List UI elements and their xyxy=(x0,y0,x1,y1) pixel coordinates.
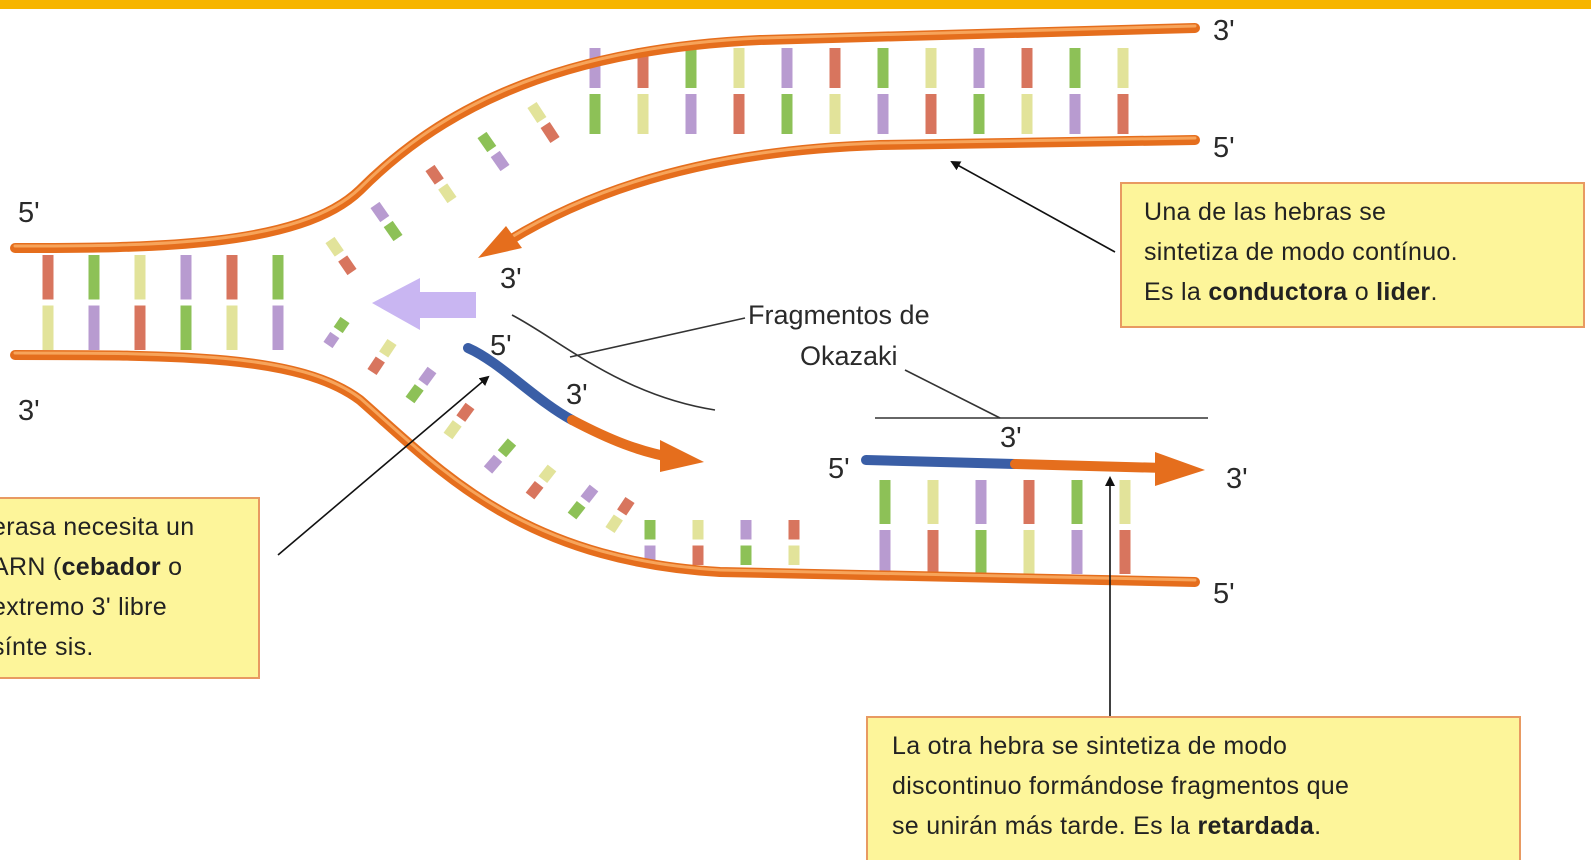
primer-callout-text: ARN ( xyxy=(0,553,62,581)
base-pair-half xyxy=(532,105,542,120)
base-pair-half xyxy=(530,484,539,496)
primer-callout: erasa necesita un ARN (cebador o extremo… xyxy=(0,497,260,679)
base-pair-half xyxy=(482,135,492,149)
base-pair-half xyxy=(372,359,380,372)
base-pair-half xyxy=(545,125,555,140)
base-pair-half xyxy=(543,468,552,480)
primer-callout-line4: sínte sis. xyxy=(0,627,244,667)
lagging-callout-period: . xyxy=(1314,812,1321,840)
okazaki-fragment-2-primer xyxy=(866,460,1015,464)
lagging-callout-line2: discontinuo formándose fragmentos que xyxy=(892,766,1505,806)
parental-strand-top-highlight xyxy=(15,26,1195,246)
leading-term-lider: lider xyxy=(1376,278,1430,306)
base-pair-half xyxy=(330,240,339,254)
base-pairs-group xyxy=(48,48,1125,574)
base-pair-half xyxy=(388,224,398,238)
primer-term-cebador: cebador xyxy=(62,553,161,581)
okazaki-label-line2: Okazaki xyxy=(800,341,898,371)
base-pair-half xyxy=(430,168,439,182)
leading-term-conductora: conductora xyxy=(1208,278,1347,306)
okazaki-fragment-1-dna xyxy=(572,420,675,458)
lagging-callout-text: se unirán más tarde. Es la xyxy=(892,812,1197,840)
leading-strand-arrowhead xyxy=(478,226,522,258)
label-fragment1-start: 5' xyxy=(490,330,512,362)
label-bottom-right-lower: 5' xyxy=(1213,578,1235,610)
label-left-lower: 3' xyxy=(18,395,40,427)
okazaki-pointer-line-2 xyxy=(570,318,745,357)
base-pair-half xyxy=(502,442,512,454)
lagging-callout-line3: se unirán más tarde. Es la retardada. xyxy=(892,806,1505,846)
leading-callout-line1: Una de las hebras se xyxy=(1144,192,1569,232)
leading-callout-period: . xyxy=(1430,278,1437,306)
label-left-upper: 5' xyxy=(18,197,40,229)
lagging-term-retardada: retardada xyxy=(1197,812,1314,840)
lagging-callout-line1: La otra hebra se sintetiza de modo xyxy=(892,726,1505,766)
leading-new-strand-highlight xyxy=(510,138,1195,238)
primer-callout-text-or: o xyxy=(161,553,182,581)
base-pair-half xyxy=(572,504,581,516)
label-top-right-lower: 5' xyxy=(1213,132,1235,164)
base-pair-half xyxy=(461,406,470,419)
okazaki-fragment-2-arrowhead xyxy=(1155,452,1205,486)
label-fragment2-tip: 3' xyxy=(1226,463,1248,495)
label-fragment1-tip: 3' xyxy=(566,379,588,411)
leading-callout-text-or: o xyxy=(1347,278,1376,306)
base-pair-half xyxy=(443,186,452,200)
leading-callout-line3: Es la conductora o lider. xyxy=(1144,272,1569,312)
label-top-right-upper: 3' xyxy=(1213,15,1235,47)
base-pair-half xyxy=(622,500,630,513)
base-pair-half xyxy=(585,488,594,500)
primer-callout-line2: ARN (cebador o xyxy=(0,547,244,587)
label-fragment2-join: 3' xyxy=(1000,422,1022,454)
base-pair-half xyxy=(375,205,385,219)
base-pair-half xyxy=(488,458,498,470)
primer-callout-line3: extremo 3' libre xyxy=(0,587,244,627)
leading-callout-pointer xyxy=(952,162,1115,252)
base-pair-half xyxy=(338,320,345,330)
okazaki-fragment-1-arrowhead xyxy=(660,440,704,472)
primer-callout-line1: erasa necesita un xyxy=(0,507,244,547)
primer-callout-pointer xyxy=(278,377,488,555)
base-pair-half xyxy=(495,154,505,168)
base-pair-half xyxy=(410,387,419,400)
okazaki-label-line1: Fragmentos de xyxy=(748,300,930,330)
base-pair-half xyxy=(384,342,392,355)
okazaki-pointer-line-3 xyxy=(905,370,1000,418)
label-fragment2-start: 5' xyxy=(828,453,850,485)
label-leading-tip: 3' xyxy=(500,263,522,295)
base-pair-half xyxy=(423,370,432,383)
leading-callout-line2: sintetiza de modo contínuo. xyxy=(1144,232,1569,272)
base-pair-half xyxy=(343,258,352,272)
leading-strand-callout: Una de las hebras se sintetiza de modo c… xyxy=(1120,182,1585,328)
leading-callout-text: Es la xyxy=(1144,278,1208,306)
lagging-strand-callout: La otra hebra se sintetiza de modo disco… xyxy=(866,716,1521,860)
base-pair-half xyxy=(328,335,335,345)
base-pair-half xyxy=(610,517,618,530)
base-pair-half xyxy=(448,423,457,436)
okazaki-fragment-1-primer xyxy=(468,348,572,420)
okazaki-fragment-2-dna xyxy=(1015,464,1165,468)
fork-direction-arrow xyxy=(372,278,476,330)
